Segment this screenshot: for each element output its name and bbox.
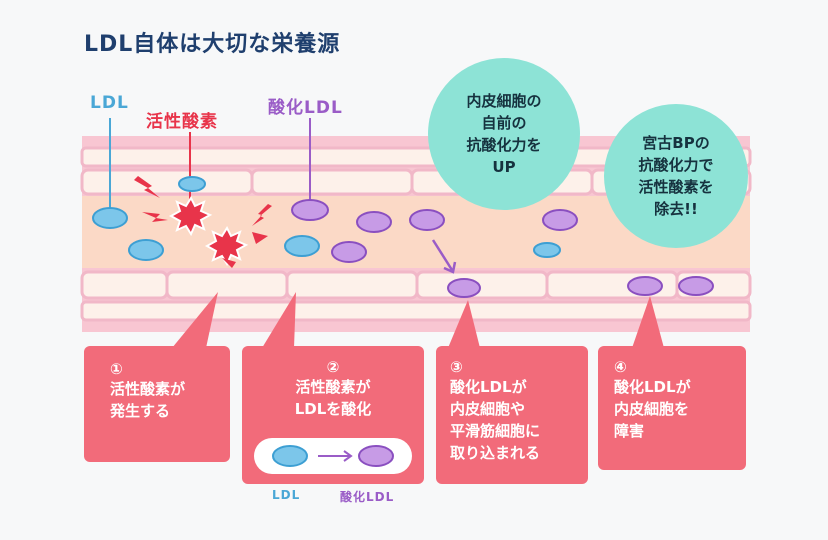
step-line: 活性酸素が [110,380,186,398]
bubble-line: UP [492,158,516,176]
step-number: ④ [614,358,627,376]
bubble-line: 抗酸化力を [466,136,542,154]
callout-pointer-2 [262,292,296,348]
step-line: 内皮細胞や [450,400,526,418]
bubble-line: 内皮細胞の [466,92,542,110]
endothelial-antioxidant-bubble: 内皮細胞の 自前の 抗酸化力を UP [428,58,580,210]
step-line: 内皮細胞を [614,400,690,418]
step-line: 活性酸素が [295,378,371,396]
legend-ldl-caption: LDL [272,488,301,502]
bubble-line: 宮古BPの [642,134,710,152]
oxidized-ldl-particles [291,199,714,298]
step-line: 発生する [110,402,171,420]
bubble-line: 自前の [481,114,527,132]
step-line: 酸化LDLが [450,378,527,396]
step-1-box: ① 活性酸素が 発生する [84,346,230,462]
miyako-bp-bubble: 宮古BPの 抗酸化力で 活性酸素を 除去!! [604,104,748,248]
oxidized-ldl-label: 酸化LDL [268,98,343,118]
callout-pointer-3 [448,300,480,348]
step-2-box: ② 活性酸素が LDLを酸化 [242,346,424,484]
step-line: 平滑筋細胞に [450,422,541,440]
callout-pointer-4 [632,296,664,348]
step-line: 取り込まれる [450,444,541,462]
ldl-label: LDL [90,93,129,113]
legend-oxidized-ldl-caption: 酸化LDL [340,490,395,504]
oxidation-legend-graphic [272,445,394,467]
bubble-line: 抗酸化力で [638,156,714,174]
ldl-particles [92,176,561,261]
endothelial-cells-bottom [80,270,752,322]
ros-starbursts [168,195,249,267]
page-title: LDL自体は大切な栄養源 [84,32,341,57]
ros-sparks [134,176,272,268]
step-3-box: ③ 酸化LDLが 内皮細胞や 平滑筋細胞に 取り込まれる [436,346,588,484]
callout-pointer-1 [172,292,218,348]
step-line: LDLを酸化 [294,400,372,418]
step-number: ② [326,358,340,376]
uptake-arrow [431,239,457,274]
step-line: 酸化LDLが [614,378,691,396]
step-number: ① [110,360,123,378]
step-line: 障害 [614,422,645,440]
step-4-box: ④ 酸化LDLが 内皮細胞を 障害 [598,346,746,470]
bubble-line: 除去!! [654,200,698,218]
ros-label: 活性酸素 [146,112,218,132]
legend-oxidized-ldl-particle [358,445,394,467]
step-number: ③ [450,358,463,376]
bubble-line: 活性酸素を [638,178,714,196]
oxidation-legend [254,438,412,474]
legend-arrow-head [343,450,353,462]
legend-ldl-particle [272,445,308,467]
